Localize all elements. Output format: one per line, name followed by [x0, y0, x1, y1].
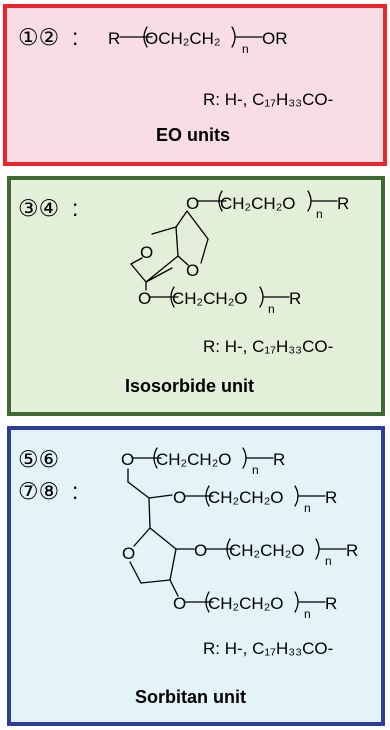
chain-end-group: R [325, 488, 338, 507]
r-group-definition: R: H-, C₁₇H₃₃CO- [203, 639, 334, 658]
chain-subscript-n: n [325, 554, 332, 568]
compound-number-label-second-line: ⑦⑧ [18, 478, 60, 504]
chain-end-group: R [337, 194, 350, 213]
unit-label: Sorbitan unit [135, 687, 246, 707]
chain-end-group: R [346, 541, 359, 560]
r-group-definition: R: H-, C₁₇H₃₃CO- [203, 337, 334, 356]
label-colon: : [72, 478, 79, 504]
unit-label: EO units [156, 125, 231, 145]
chain-subscript-n: n [268, 302, 275, 316]
chain-end-group: R [325, 594, 338, 613]
chain-repeat-unit: CH₂CH₂O [172, 289, 248, 308]
sorbitan-unit-panel [7, 426, 385, 726]
chain-repeat-unit: CH₂CH₂O [208, 594, 284, 613]
formula-end-group: OR [262, 29, 288, 48]
chain-oxygen: O [121, 450, 135, 469]
formula-repeat-unit: OCH₂CH₂ [145, 29, 221, 48]
label-colon: : [72, 195, 79, 221]
chain-subscript-n: n [316, 207, 323, 221]
isosorbide-ring-bonds [130, 190, 338, 308]
label-colon: : [72, 24, 79, 50]
chain-oxygen: O [194, 541, 208, 560]
chain-repeat-unit: CH₂CH₂O [220, 194, 296, 213]
chain-end-group: R [289, 289, 302, 308]
ring-oxygen: O [186, 261, 200, 280]
eo-formula-brackets [119, 26, 263, 48]
chain-oxygen: O [138, 289, 152, 308]
chain-oxygen: O [186, 194, 200, 213]
chain-repeat-unit: CH₂CH₂O [156, 450, 232, 469]
chain-oxygen: O [173, 488, 187, 507]
eo-units-panel [3, 4, 387, 166]
chain-repeat-unit: CH₂CH₂O [229, 541, 305, 560]
r-group-definition: R: H-, C₁₇H₃₃CO- [203, 90, 334, 109]
chain-oxygen: O [173, 594, 187, 613]
ring-oxygen: O [122, 544, 136, 563]
isosorbide-unit-panel [7, 176, 385, 416]
sorbitan-ring-bonds [127, 447, 347, 613]
compound-number-label: ⑤⑥ [18, 446, 60, 472]
chain-subscript-n: n [304, 607, 311, 621]
unit-label: Isosorbide unit [125, 376, 255, 396]
formula-r-left: R [108, 29, 121, 48]
chain-subscript-n: n [252, 463, 259, 477]
formula-subscript-n: n [242, 42, 249, 56]
chain-subscript-n: n [304, 501, 311, 515]
ring-oxygen: O [140, 243, 154, 262]
chain-repeat-unit: CH₂CH₂O [208, 488, 284, 507]
chain-end-group: R [273, 450, 286, 469]
compound-number-label: ①② [18, 24, 60, 50]
compound-number-label: ③④ [18, 195, 60, 221]
